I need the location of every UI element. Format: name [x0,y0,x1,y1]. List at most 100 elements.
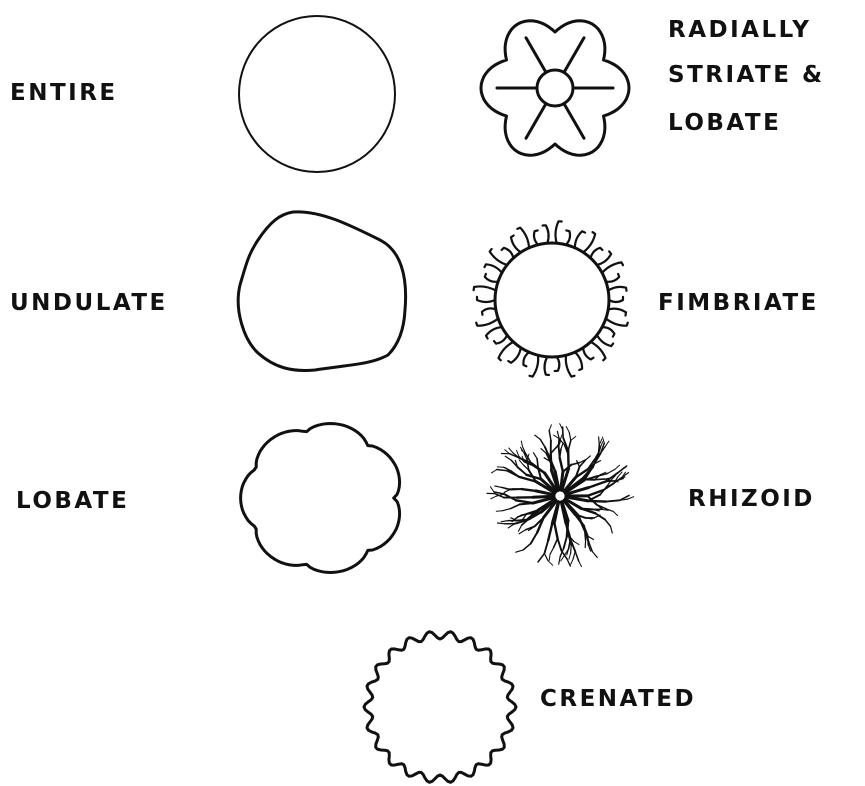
rhizoid-filament [503,509,511,511]
rhizoid-filament [558,539,562,551]
fimbria-strand [517,228,529,248]
rhizoid-filament [548,523,552,540]
fimbria-strand [477,297,495,302]
fimbria-strand [591,248,603,258]
fimbria-strand [602,327,614,337]
label-radially-line3: LOBATE [668,110,781,136]
label-radially-line1: RADIALLY [668,17,811,43]
rhizoid-filament [575,551,579,561]
rhizoid-filament [568,440,571,450]
rhizoid-filament [561,556,564,561]
rhizoid-filament [618,468,625,473]
rhizoid-filament [607,470,614,474]
rhizoid-filament [571,545,572,553]
fimbria-strand [486,327,502,338]
rhizoid-filament [560,458,563,472]
rhizoid-filament [533,453,537,459]
fimbria-strand [482,308,496,314]
crenated-colony-shape [364,632,516,783]
rhizoid-filament [549,430,551,440]
rhizoid-filament [501,521,508,522]
fimbria-strand [474,286,496,290]
fimbria-strand [566,355,575,376]
rhizoid-filament [509,448,513,453]
rhizoid-filament [490,487,494,492]
radial-striation-line [526,38,546,73]
rhizoid-filament [564,536,567,548]
fimbria-strand [606,319,628,326]
fimbria-strand [476,319,498,326]
label-fimbriate: FIMBRIATE [658,290,819,316]
rhizoid-filament [540,439,545,447]
fimbria-strand [583,348,593,360]
label-crenated: CRENATED [540,686,696,712]
undulate-colony-shape [238,212,405,371]
rhizoid-filament [554,539,558,548]
radially-striate-lobate-colony-shape [481,21,629,156]
rhizoid-filament [613,511,617,515]
rhizoid-filament [566,427,569,433]
rhizoid-filament [571,559,574,565]
rhizoid-filament [498,523,505,524]
rhizoid-filament [611,526,613,533]
rhizoid-filament [563,430,564,438]
rhizoid-filament [523,544,531,550]
rhizoid-filament [605,519,611,526]
rhizoid-filament [496,511,502,512]
rhizoid-filament [538,554,544,563]
rhizoid-filament [544,554,548,561]
lobate-colony-shape [241,424,400,573]
label-rhizoid: RHIZOID [688,486,815,512]
rhizoid-filament [606,481,617,482]
rhizoid-filament [561,443,563,449]
fimbriate-colony-shape [474,221,628,376]
label-undulate: UNDULATE [10,290,168,316]
fimbria-strand [609,297,623,302]
fimbria-strand [490,249,507,265]
rhizoid-filament [492,470,497,473]
fimbria-strand [543,225,549,243]
fimbria-strand [530,355,539,376]
rhizoid-filament [573,551,575,559]
rhizoid-filament [519,530,526,534]
entire-colony-shape [239,16,395,172]
fimbria-strand [566,230,570,244]
rhizoid-filament [592,552,597,558]
rhizoid-filament [550,548,554,555]
rhizoid-filament [522,489,536,491]
rhizoid-filament [571,436,576,440]
rhizoid-filament [505,456,511,460]
rhizoid-filament [521,441,522,447]
fimbria-strand [597,251,611,265]
fimbria-strand [608,309,626,316]
rhizoid-filament [615,465,620,469]
rhizoid-filament [518,467,527,475]
fimbria-strand [575,352,582,370]
rhizoid-filament [497,470,507,471]
rhizoid-filament [569,432,571,440]
rhizoid-filament [510,504,519,508]
rhizoid-filament [574,541,579,544]
rhizoid-filament [557,431,559,438]
rhizoid-filament [544,540,548,553]
fimbria-strand [499,342,514,360]
fimbria-strand [608,287,626,291]
fimbria-strand [597,335,613,346]
fimbria-strand [555,357,560,371]
rhizoid-filament [520,503,533,504]
rhizoid-filament [516,550,523,552]
radial-striation-line [564,104,584,139]
label-radially-line2: STRIATE & [668,62,825,88]
rhizoid-filament [569,553,571,559]
rhizoid-filament [548,561,553,566]
rhizoid-filament [589,481,607,487]
rhizoid-filament [567,559,570,565]
label-entire: ENTIRE [10,80,118,106]
fimbria-strand [485,274,498,282]
rhizoid-colony-shape [487,424,634,567]
rhizoid-filament [491,496,497,499]
rhizoid-filament [519,525,522,531]
rhizoid-filament [585,456,590,460]
fimbria-strand [534,230,538,244]
